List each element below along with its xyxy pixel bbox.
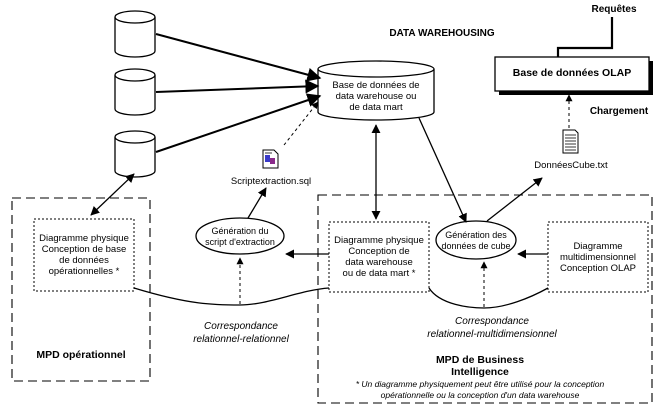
requetes-label: Requêtes <box>591 4 637 15</box>
warehouse-database-icon <box>317 60 435 121</box>
script-file-label: Scriptextraction.sql <box>230 176 312 187</box>
mpd-bi-group <box>317 194 653 404</box>
diag-physique-op-label: Diagramme physique Conception de base de… <box>39 233 129 277</box>
diag-multi-label: Diagramme multidimensionnel Conception O… <box>559 241 637 274</box>
sql-file-icon <box>262 149 279 169</box>
mpd-operationnel-group <box>11 197 151 382</box>
gen-cube-label: Génération des données de cube <box>441 230 511 251</box>
sqlfile-to-warehouse-dashed-arrow <box>283 101 319 146</box>
cube-file-label: DonnéesCube.txt <box>534 160 608 171</box>
text-file-icon <box>562 129 579 154</box>
corr-rm-label: Correspondance relationnel-multidimensio… <box>427 316 557 340</box>
corr-rm-curve <box>428 287 549 309</box>
gen-script-label: Génération du script d'extraction <box>205 226 275 247</box>
chargement-label: Chargement <box>589 106 649 117</box>
source3-to-warehouse-arrow <box>155 93 322 153</box>
olap-database-box <box>494 56 650 92</box>
gen-cube-ellipse <box>435 220 517 260</box>
source1-to-warehouse-arrow <box>155 33 322 82</box>
source-database-icon-1 <box>114 10 156 58</box>
mpd-bi-label: MPD de Business Intelligence <box>435 354 525 378</box>
source-database-icon-2 <box>114 68 156 116</box>
requetes-connector <box>556 17 614 57</box>
gen-script-ellipse <box>195 217 285 255</box>
footnote: * Un diagramme physiquement peut être ut… <box>355 379 605 400</box>
source3-model-double-arrow <box>90 173 135 216</box>
diag-multi-box <box>547 221 649 293</box>
genscript-to-sqlfile-arrow <box>247 187 267 219</box>
diag-physique-dw-label: Diagramme physique Conception de data wa… <box>334 235 424 279</box>
diagram-title: DATA WAREHOUSING <box>389 28 495 39</box>
olap-db-label: Base de données OLAP <box>512 67 632 79</box>
diag-physique-op-box <box>33 218 135 292</box>
corr-rr-label: Correspondance relationnel-relationnel <box>193 321 289 345</box>
corr-rr-curve <box>133 287 330 306</box>
source-database-icon-3 <box>114 130 156 178</box>
source2-to-warehouse-arrow <box>155 79 320 94</box>
diag-physique-dw-box <box>328 221 430 293</box>
warehouse-to-gencube-arrow <box>418 117 467 223</box>
dw-db-label: Base de données de data warehouse ou de … <box>332 80 420 113</box>
mpd-op-label: MPD opérationnel <box>36 349 126 361</box>
gencube-to-cubefile-arrow <box>486 177 543 222</box>
